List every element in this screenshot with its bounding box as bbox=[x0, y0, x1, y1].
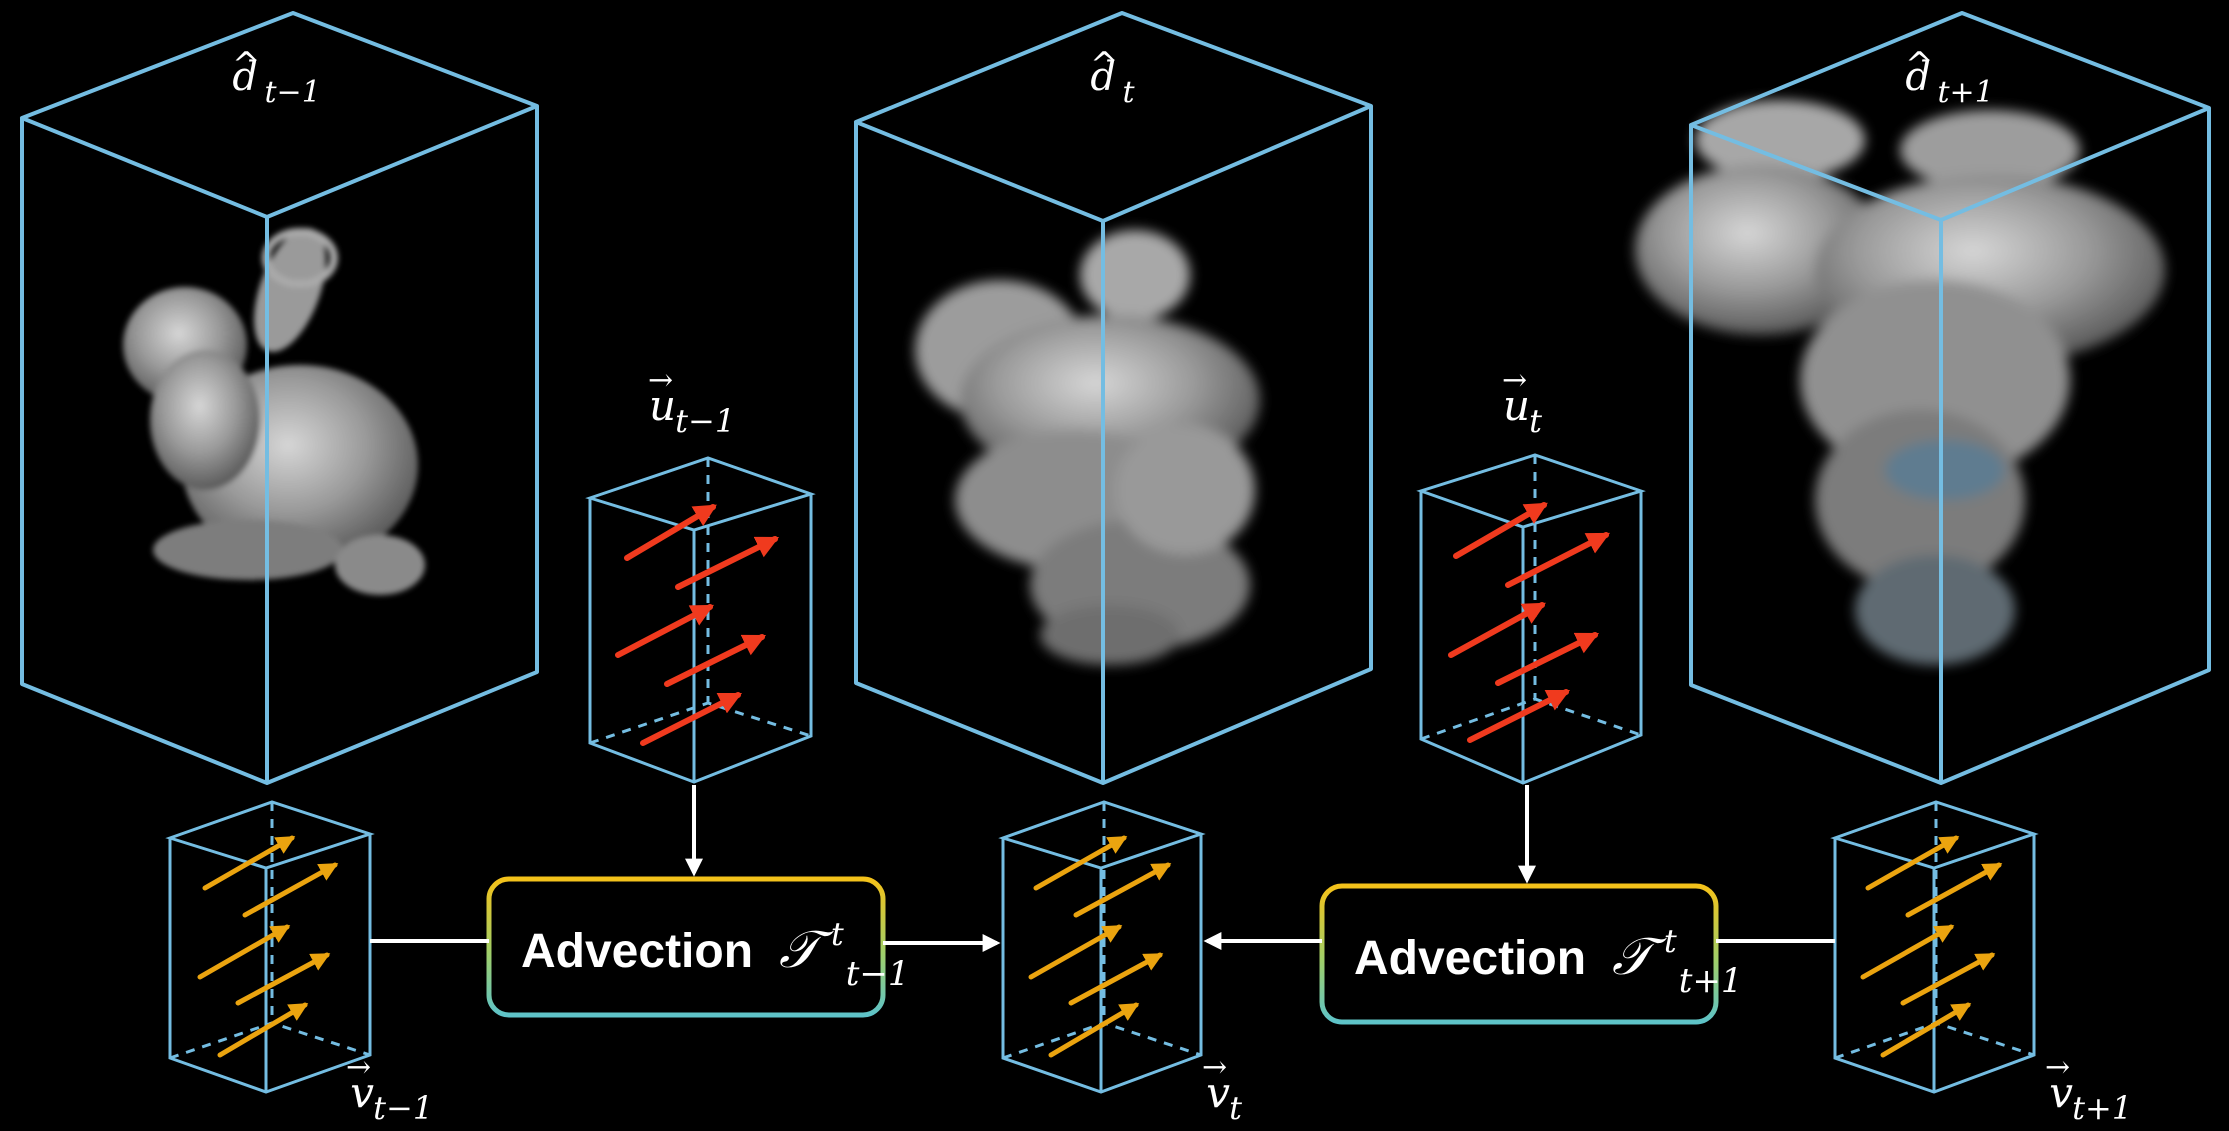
advection-word: Advection bbox=[521, 925, 753, 978]
label-d-prev: d^t−1 bbox=[232, 45, 321, 110]
label-v-prev: v→t−1 bbox=[346, 1050, 433, 1127]
label-u-current: u→t bbox=[1502, 363, 1542, 440]
volume-box-frame bbox=[1003, 802, 1201, 1092]
smoke-bunny bbox=[123, 219, 425, 595]
advection-sup: t bbox=[1664, 922, 1677, 960]
label-v-current: v→t bbox=[1202, 1050, 1242, 1127]
density-volume-current bbox=[856, 13, 1371, 783]
density-volume-prev bbox=[22, 13, 537, 783]
smoke-plume bbox=[915, 230, 1260, 665]
advection-symbol: 𝒯 bbox=[779, 920, 834, 980]
advection-sub: t+1 bbox=[1679, 961, 1743, 1001]
velocity-arrows bbox=[1863, 838, 1999, 1055]
estimated-velocity-volume-next bbox=[1835, 802, 2034, 1092]
velocity-arrows bbox=[618, 507, 775, 743]
density-labels: d^t−1 d^t d^t+1 bbox=[232, 45, 1994, 110]
estimated-velocity-volume-current bbox=[1003, 802, 1201, 1092]
hidden-edges bbox=[170, 802, 370, 1058]
volume-box-frame bbox=[590, 458, 811, 782]
observed-velocity-volume-prev bbox=[590, 458, 811, 782]
advection-op-prev: Advection 𝒯 t t−1 bbox=[489, 879, 910, 1015]
smoke-cloud bbox=[1635, 100, 2165, 665]
advection-sub: t−1 bbox=[846, 954, 910, 994]
observed-velocity-volume-current bbox=[1421, 455, 1641, 783]
advection-op-next: Advection 𝒯 t t+1 bbox=[1322, 886, 1743, 1022]
label-u-prev: u→t−1 bbox=[648, 363, 735, 440]
hidden-edges bbox=[590, 458, 811, 743]
estimated-velocity-labels: v→t−1 v→t v→t+1 bbox=[346, 1050, 2132, 1127]
label-v-next: v→t+1 bbox=[2045, 1050, 2132, 1127]
velocity-arrows bbox=[1451, 505, 1606, 740]
label-d-next: d^t+1 bbox=[1905, 45, 1994, 110]
advection-word: Advection bbox=[1354, 932, 1586, 985]
density-volume-next bbox=[1635, 13, 2209, 783]
estimated-velocity-volume-prev bbox=[170, 802, 370, 1092]
hidden-edges bbox=[1421, 455, 1641, 739]
volume-box-frame bbox=[170, 802, 370, 1092]
label-d-current: d^t bbox=[1090, 45, 1136, 110]
advection-sup: t bbox=[831, 915, 844, 953]
advection-symbol: 𝒯 bbox=[1612, 927, 1667, 987]
volume-box-frame bbox=[1421, 455, 1641, 783]
